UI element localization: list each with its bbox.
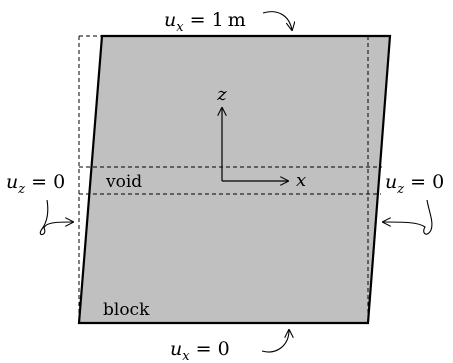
left-bc-var: u [6, 171, 18, 193]
bottom-bc-leader [261, 330, 289, 353]
z-axis-label: z [216, 84, 227, 105]
left-bc-label: uz = 0 [6, 171, 65, 197]
bottom-bc-sub: x [182, 349, 190, 363]
coordinate-axes [222, 108, 288, 181]
right-bc-eq: = 0 [404, 171, 444, 193]
top-bc-var: u [164, 9, 176, 31]
bottom-bc-eq: = 0 [190, 338, 230, 360]
right-bc-label: uz = 0 [385, 171, 444, 197]
sheared-block [77, 34, 392, 325]
top-bc-unit: m [228, 9, 246, 31]
bottom-bc-var: u [170, 338, 182, 360]
bottom-bc-label: ux = 0 [170, 338, 230, 363]
void-label: void [105, 172, 142, 192]
original-outline [78, 35, 369, 323]
block-label: block [103, 300, 150, 320]
right-bc-sub: z [396, 182, 404, 197]
right-bc-leader [383, 199, 433, 235]
top-bc-leader [262, 11, 292, 30]
top-bc-eq: = 1 [184, 9, 224, 31]
left-bc-sub: z [17, 182, 25, 197]
top-bc-sub: x [176, 20, 184, 35]
right-bc-var: u [385, 171, 397, 193]
x-axis-label: x [296, 170, 306, 191]
left-bc-leader [39, 199, 73, 236]
left-bc-eq: = 0 [25, 171, 65, 193]
void-band [79, 166, 382, 195]
